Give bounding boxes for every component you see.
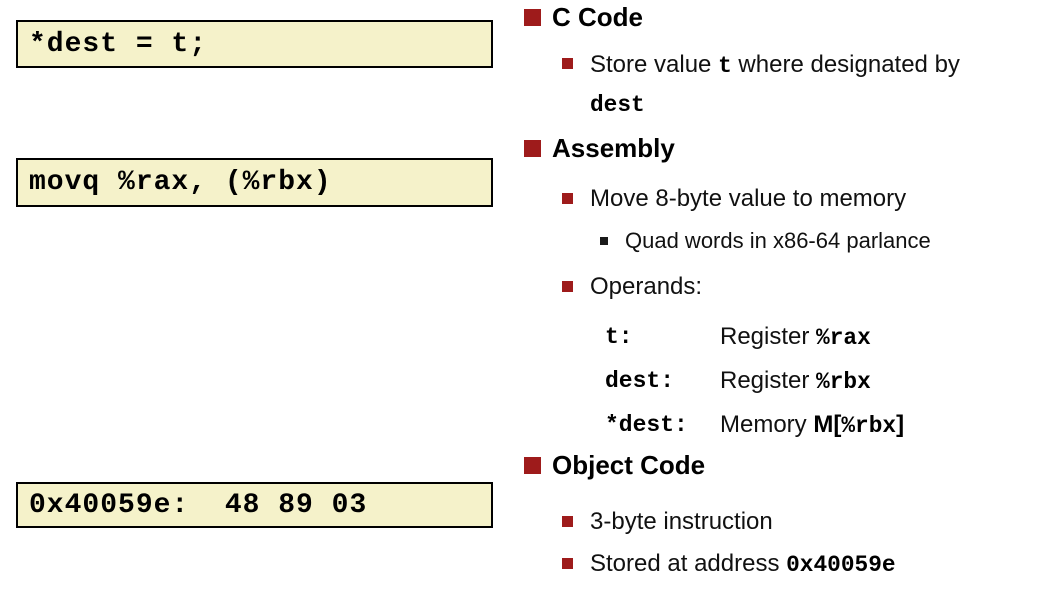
code-inline: dest — [590, 92, 645, 118]
text-segment: Memory — [720, 411, 814, 438]
bullet-text: Operands: — [590, 273, 702, 300]
text-segment: Register — [720, 323, 817, 350]
assembly-instruction-box: movq %rax, (%rbx) — [16, 158, 493, 207]
section-heading: Assembly — [524, 131, 1048, 165]
bullet-item: Move 8-byte value to memory — [562, 181, 1048, 217]
object-code-box: 0x40059e: 48 89 03 — [16, 482, 493, 528]
operand-value: Register %rax — [720, 323, 871, 351]
section-heading: Object Code — [524, 448, 1048, 482]
bullet-text: Store value t where designated by dest — [590, 51, 960, 118]
section-title: Object Code — [552, 450, 706, 480]
operand-row: *dest: Memory M[%rbx] — [605, 403, 1048, 447]
object-code-bytes: 0x40059e: 48 89 03 — [29, 489, 368, 521]
operand-row: dest: Register %rbx — [605, 359, 1048, 403]
text-segment: Move 8-byte value to memory — [590, 185, 907, 212]
bullet-item: Stored at address 0x40059e — [562, 546, 1048, 583]
section-title: C Code — [552, 2, 643, 32]
code-inline: %rbx — [841, 413, 897, 439]
bullet-icon — [562, 193, 573, 204]
bullet-icon — [562, 281, 573, 292]
operand-row: t: Register %rax — [605, 315, 1048, 359]
text-segment: 3-byte instruction — [590, 508, 773, 535]
operand-label: dest: — [605, 368, 675, 394]
operand-value: Register %rbx — [720, 367, 871, 395]
text-segment: Stored at address — [590, 550, 787, 577]
section-bullet-icon — [524, 456, 541, 474]
assembly-instruction-code: movq %rax, (%rbx) — [29, 167, 332, 198]
operand-label: t: — [605, 324, 633, 350]
operand-value: Memory M[%rbx] — [720, 411, 904, 439]
c-source-code: *dest = t; — [29, 28, 208, 60]
bullet-item: 3-byte instruction — [562, 504, 1048, 540]
bullet-text: Quad words in x86-64 parlance — [625, 228, 931, 253]
outline: C Code Store value t where designated by… — [524, 0, 1048, 597]
bullet-item: Operands: — [562, 269, 1048, 305]
text-segment: Register — [720, 367, 817, 394]
bullet-text: 3-byte instruction — [590, 508, 773, 535]
bullet-text: Move 8-byte value to memory — [590, 185, 906, 212]
bullet-icon — [562, 516, 573, 527]
section-bullet-icon — [524, 8, 541, 26]
text-segment: Quad words in x86-64 parlance — [625, 228, 931, 253]
code-inline: %rbx — [816, 369, 871, 395]
section-items: Store value t where designated by dest — [524, 46, 1048, 124]
bullet-item: Quad words in x86-64 parlance — [600, 225, 1048, 257]
operands-table: t: Register %rax dest: Register %rbx *dest: M… — [605, 315, 1048, 447]
code-inline: %rax — [816, 325, 871, 351]
section-c-code: C Code Store value t where designated by… — [524, 0, 1048, 124]
section-title: Assembly — [552, 133, 675, 163]
bullet-icon — [562, 58, 573, 69]
bullet-text: Stored at address 0x40059e — [590, 550, 896, 578]
text-segment: Operands: — [590, 273, 703, 300]
c-source-box: *dest = t; — [16, 20, 493, 68]
operand-label: *dest: — [605, 412, 688, 438]
text-segment: where designated by — [731, 51, 960, 78]
section-heading: C Code — [524, 0, 1048, 34]
section-bullet-icon — [524, 139, 541, 157]
text-segment: ] — [896, 411, 905, 438]
bullet-icon — [562, 558, 573, 569]
bullet-item: Store value t where designated by dest — [562, 46, 1048, 124]
text-segment: M[ — [813, 411, 842, 438]
code-inline: 0x40059e — [786, 552, 896, 578]
code-inline: t — [718, 53, 732, 79]
text-segment: Store value — [590, 51, 719, 78]
sub-bullet-icon — [600, 237, 608, 245]
